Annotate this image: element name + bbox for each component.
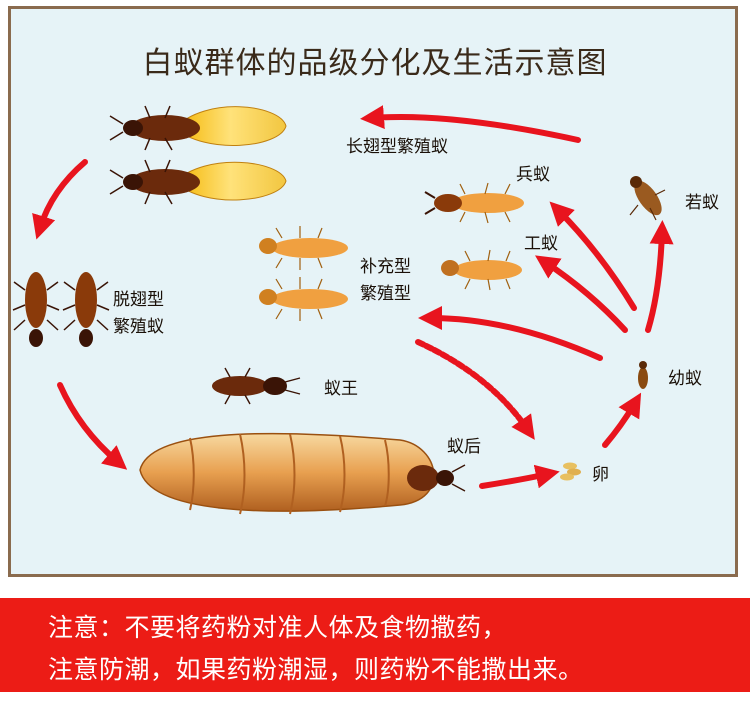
longwing-alate-lower-icon (109, 159, 287, 205)
notice-line-2: 注意防潮，如果药粉潮湿，则药粉不能撒出来。 (48, 655, 584, 684)
arrow-nymph-to-longwing (360, 105, 581, 143)
arrow-supplementary-to-egg (415, 339, 535, 440)
caste-diagram (12, 105, 674, 515)
queen-termite-icon (139, 432, 466, 515)
label-egg: 卵 (592, 465, 609, 485)
arrow-larva-to-nymph (645, 220, 674, 333)
arrow-egg-to-larva (602, 392, 642, 448)
soldier-termite-icon (424, 182, 524, 224)
lifecycle-arrows (32, 105, 674, 489)
larva-termite-icon (638, 361, 648, 389)
notice-line-1: 注意：不要将药粉对准人体及食物撒药， (48, 613, 508, 642)
supplementary-reproductive-upper-icon (259, 226, 348, 270)
label-worker: 工蚁 (524, 234, 558, 254)
label-king: 蚁王 (324, 379, 358, 399)
diagram-title: 白蚁群体的品级分化及生活示意图 (142, 46, 608, 81)
label-soldier: 兵蚁 (516, 165, 550, 185)
label-dealate-line2: 繁殖蚁 (113, 317, 164, 337)
arrow-longwing-to-dealate (32, 159, 88, 240)
arrow-larva-to-supplementary (418, 306, 603, 361)
nymph-termite-icon (629, 176, 666, 221)
longwing-alate-upper-icon (109, 105, 287, 151)
supplementary-reproductive-lower-icon (259, 277, 348, 321)
label-supplementary-line1: 补充型 (360, 257, 411, 277)
label-dealate-line1: 脱翅型 (113, 290, 164, 310)
label-queen: 蚁后 (447, 437, 481, 457)
egg-icon (560, 462, 581, 481)
dealate-reproductive-left-icon (12, 272, 60, 347)
label-nymph: 若蚁 (685, 193, 719, 213)
arrow-larva-to-soldier (549, 201, 637, 311)
label-larva: 幼蚁 (668, 369, 702, 389)
label-long-wing-reproductive: 长翅型繁殖蚁 (346, 137, 448, 157)
label-supplementary-line2: 繁殖型 (360, 284, 411, 304)
arrow-dealate-to-queen (57, 382, 128, 470)
arrow-queen-to-egg (479, 464, 560, 489)
dealate-reproductive-right-icon (62, 272, 110, 347)
king-termite-icon (212, 367, 301, 405)
notice-banner: 注意：不要将药粉对准人体及食物撒药， 注意防潮，如果药粉潮湿，则药粉不能撒出来。 (0, 598, 750, 692)
arrow-larva-to-worker (535, 255, 628, 333)
worker-termite-icon (441, 249, 522, 291)
